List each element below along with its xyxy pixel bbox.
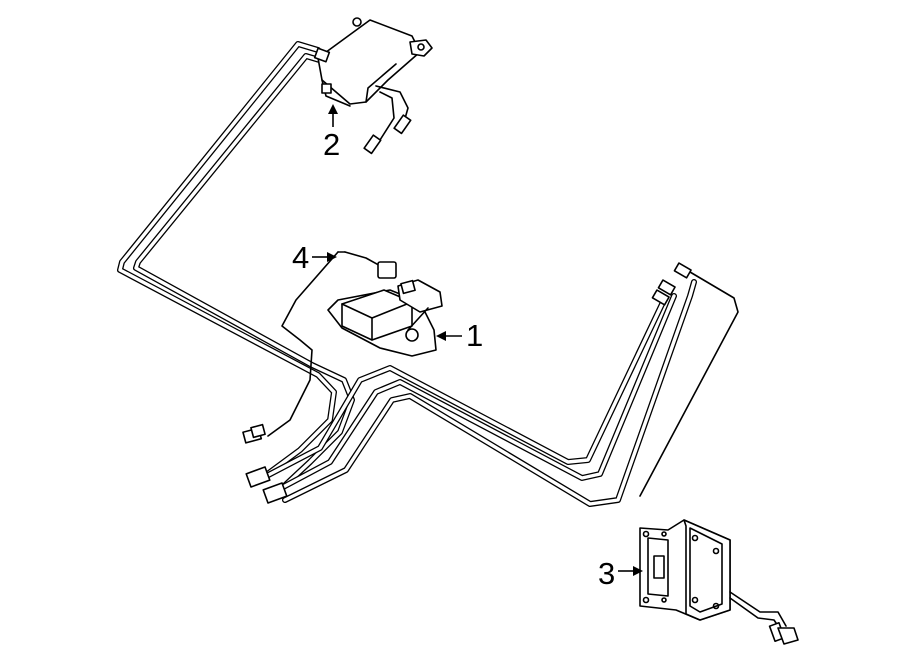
callout-1-number: 1 <box>466 318 483 353</box>
upper-sensor <box>313 17 433 155</box>
callout-2: 2 <box>323 104 340 162</box>
control-module <box>327 279 443 357</box>
harness-connector <box>267 251 397 437</box>
callout-3: 3 <box>598 556 643 591</box>
callout-4: 4 <box>292 240 337 275</box>
callout-2-number: 2 <box>323 127 340 162</box>
left-bottom-connectors <box>242 423 288 504</box>
right-lead-wire <box>639 271 739 497</box>
right-top-connectors <box>651 262 692 306</box>
harness-left-loop <box>117 41 355 493</box>
callout-4-number: 4 <box>292 240 309 275</box>
harness-right-loop <box>252 279 697 507</box>
callout-1: 1 <box>436 318 483 353</box>
callout-3-number: 3 <box>598 556 615 591</box>
side-sensor <box>639 519 799 645</box>
